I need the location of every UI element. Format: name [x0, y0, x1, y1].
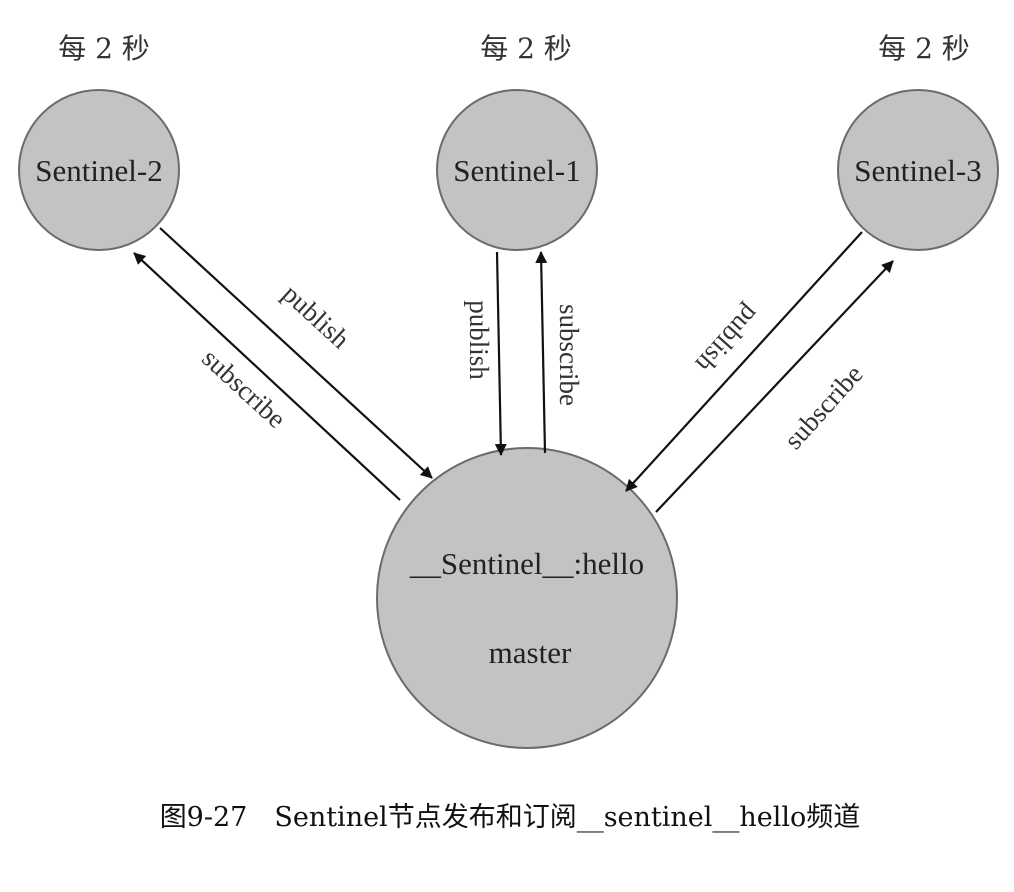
timing-label-left: 每 2 秒 [58, 32, 150, 65]
sentinel-2-publish-label: publish [277, 278, 356, 354]
sentinel-1-publish-arrow [494, 251, 507, 456]
master-circle [376, 447, 678, 749]
sentinel-1-subscribe-label: subscribe [554, 304, 584, 406]
sentinel-3-circle [837, 89, 999, 251]
sentinel-3-subscribe-arrow [655, 260, 894, 513]
sentinel-1-node: Sentinel-1 [436, 89, 598, 251]
sentinel-1-label: Sentinel-1 [453, 153, 580, 188]
master-channel-label: __Sentinel__:hello [409, 546, 644, 581]
sentinel-3-publish-arrow [625, 231, 863, 492]
sentinel-3-publish-label: publish [690, 299, 766, 379]
sentinel-2-node: Sentinel-2 [18, 89, 180, 251]
sentinel-2-publish-arrow [159, 227, 433, 479]
sentinel-1-circle [436, 89, 598, 251]
sentinel-3-subscribe-label: subscribe [778, 359, 869, 455]
master-node: __Sentinel__:hello master [376, 447, 678, 749]
sentinel-1-subscribe-arrow [535, 251, 548, 454]
sentinel-2-label: Sentinel-2 [35, 153, 162, 188]
sentinel-1-publish-label: publish [464, 300, 494, 380]
sentinel-2-subscribe-arrow [133, 252, 401, 501]
timing-label-right: 每 2 秒 [878, 32, 970, 65]
sentinel-3-label: Sentinel-3 [854, 153, 981, 188]
figure-caption: 图9-27 Sentinel节点发布和订阅__sentinel__hello频道 [160, 802, 861, 833]
sentinel-2-circle [18, 89, 180, 251]
master-label: master [489, 635, 572, 670]
timing-label-center: 每 2 秒 [480, 32, 572, 65]
sentinel-3-node: Sentinel-3 [837, 89, 999, 251]
